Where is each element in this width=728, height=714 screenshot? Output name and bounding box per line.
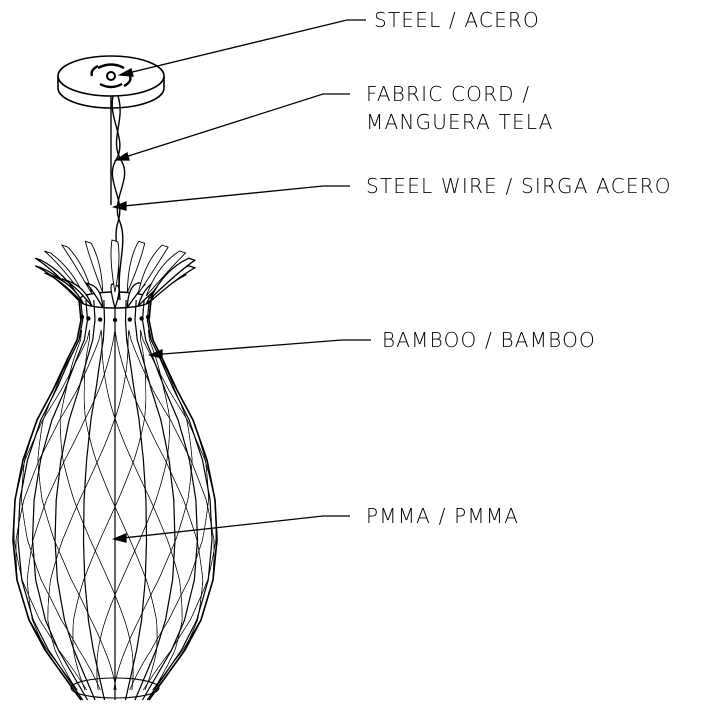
leader-steel: [119, 19, 366, 76]
label-bamboo: BAMBOO / BAMBOO: [382, 328, 596, 352]
arrow-fabric-cord: [113, 151, 130, 161]
ceiling-canopy: [57, 55, 165, 109]
arrow-bamboo: [147, 349, 163, 359]
label-steel: STEEL / ACERO: [374, 8, 540, 32]
leader-lines: [111, 19, 371, 543]
leader-steel-wire: [113, 185, 350, 208]
label-fabric-cord-line2: MANGUERA TELA: [366, 110, 554, 134]
bamboo-lampshade: [12, 239, 218, 701]
leader-bamboo: [149, 339, 371, 356]
leader-pmma: [113, 515, 350, 540]
label-fabric-cord-line1: FABRIC CORD /: [366, 82, 531, 106]
arrow-steel: [117, 68, 134, 77]
label-steel-wire: STEEL WIRE / SIRGA ACERO: [366, 174, 672, 198]
arrow-pmma: [111, 533, 127, 543]
leader-fabric-cord: [115, 93, 350, 161]
label-pmma: PMMA / PMMA: [366, 504, 520, 528]
arrow-steel-wire: [111, 201, 127, 211]
